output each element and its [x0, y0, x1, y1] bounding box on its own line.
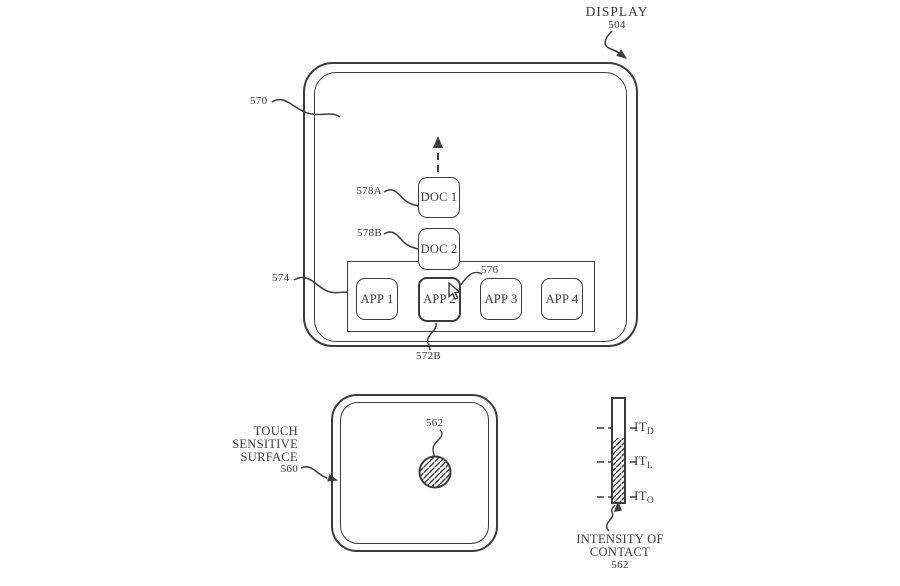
display-title: DISPLAY [585, 4, 649, 19]
touch-surface-label: TOUCH SENSITIVE SURFACE 560 [218, 425, 298, 476]
doc1-box: DOC 1 [418, 177, 460, 218]
cursor-ref: 576 [481, 264, 499, 276]
display-screen [314, 72, 627, 342]
touch-surface-label-line3: SURFACE [240, 449, 298, 464]
intensity-caption: INTENSITY OF CONTACT 562 [565, 533, 675, 572]
threshold-label-zero: ITO [634, 488, 654, 506]
threshold-deep-base: IT [634, 419, 647, 434]
touch-surface-label-line1: TOUCH [253, 424, 298, 438]
screen-ref: 570 [250, 95, 268, 107]
app1-box: APP 1 [356, 278, 398, 320]
threshold-zero-sub: O [646, 496, 654, 506]
app3-label: APP 3 [484, 291, 518, 306]
app4-label: APP 4 [545, 291, 579, 306]
threshold-label-deep: ITD [634, 419, 654, 437]
app3-box: APP 3 [480, 278, 522, 320]
intensity-caption-line1: INTENSITY OF [576, 532, 664, 546]
threshold-light-base: IT [634, 453, 647, 468]
intensity-caption-line2: CONTACT [589, 545, 651, 559]
threshold-light-sub: L [646, 461, 653, 471]
doc1-label: DOC 1 [420, 190, 458, 204]
dock-ref: 574 [272, 272, 290, 284]
touch-surface-inner [340, 402, 489, 544]
intensity-ref: 562 [611, 559, 629, 571]
touch-surface-label-line2: SENSITIVE [232, 436, 298, 451]
doc2-label: DOC 2 [420, 241, 458, 256]
display-outer-frame [303, 62, 638, 347]
app1-label: APP 1 [360, 291, 394, 306]
selected-app-ref: 572B [416, 350, 442, 362]
threshold-label-light: ITL [634, 453, 653, 471]
threshold-deep-sub: D [646, 427, 654, 437]
doc2-box: DOC 2 [418, 228, 460, 270]
contact-ref: 562 [426, 417, 444, 429]
threshold-zero-base: IT [634, 488, 647, 503]
touch-surface-outer [331, 394, 498, 552]
touch-surface-ref: 560 [280, 463, 298, 476]
doc2-ref: 578B [356, 227, 382, 239]
app2-label: APP 2 [423, 292, 456, 306]
display-ref: 504 [608, 19, 626, 31]
doc1-ref: 578A [356, 185, 382, 197]
app4-box: APP 4 [541, 278, 583, 320]
